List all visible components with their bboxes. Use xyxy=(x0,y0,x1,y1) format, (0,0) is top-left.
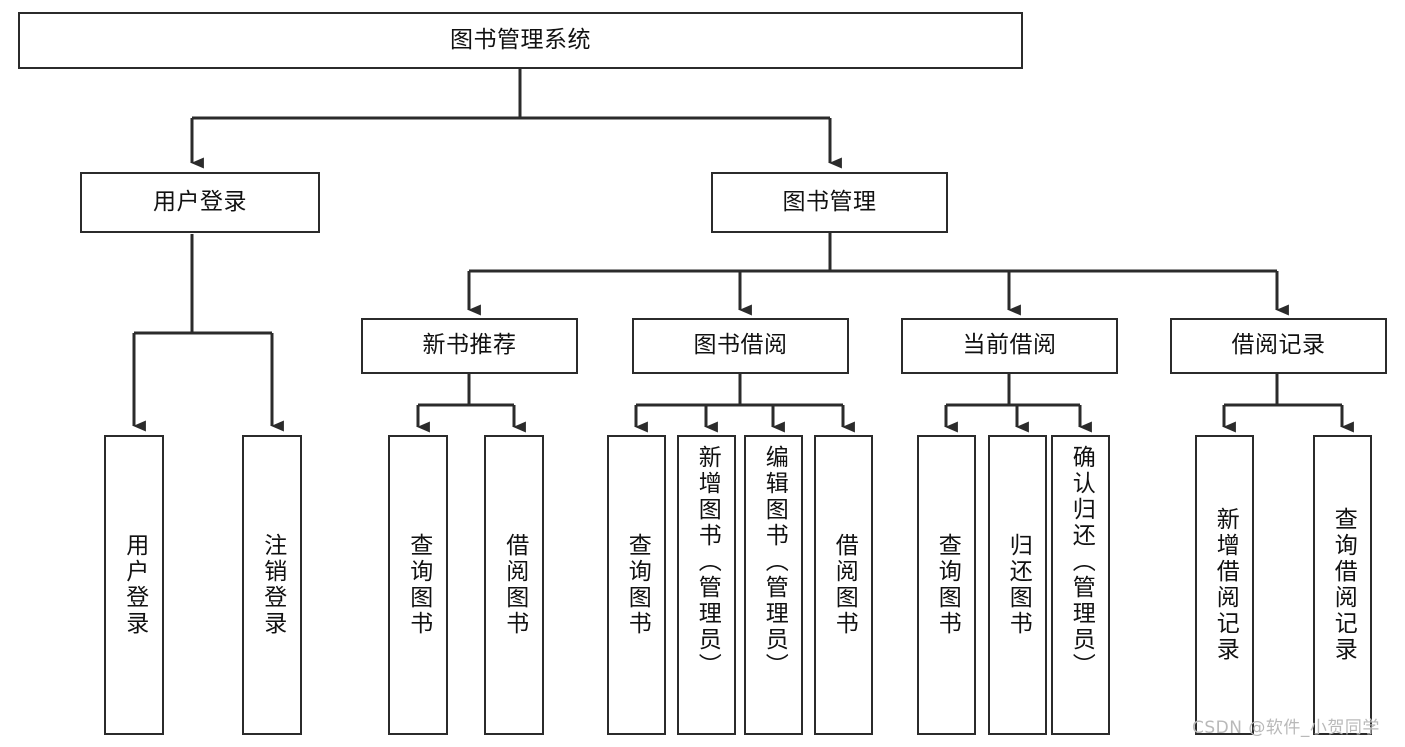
node-leaf-borrow-book-1[interactable]: 借阅图书 xyxy=(484,435,544,735)
node-root-system[interactable]: 图书管理系统 xyxy=(18,12,1023,69)
node-leaf-user-login[interactable]: 用户登录 xyxy=(104,435,164,735)
node-leaf-query-book-2[interactable]: 查询图书 xyxy=(607,435,666,735)
node-leaf-query-borrow-record[interactable]: 查询借阅记录 xyxy=(1313,435,1372,735)
node-leaf-query-book-3[interactable]: 查询图书 xyxy=(917,435,976,735)
csdn-watermark: CSDN @软件_小贺同学 xyxy=(1192,718,1380,738)
node-leaf-edit-book-admin[interactable]: 编辑图书（管理员） xyxy=(744,435,803,735)
node-user-login[interactable]: 用户登录 xyxy=(80,172,320,233)
node-leaf-confirm-return-admin[interactable]: 确认归还（管理员） xyxy=(1051,435,1110,735)
node-current-borrow[interactable]: 当前借阅 xyxy=(901,318,1118,374)
node-book-management[interactable]: 图书管理 xyxy=(711,172,948,233)
node-leaf-add-borrow-record[interactable]: 新增借阅记录 xyxy=(1195,435,1254,735)
node-book-borrow[interactable]: 图书借阅 xyxy=(632,318,849,374)
node-leaf-query-book-1[interactable]: 查询图书 xyxy=(388,435,448,735)
node-leaf-logout-login[interactable]: 注销登录 xyxy=(242,435,302,735)
node-leaf-add-book-admin[interactable]: 新增图书（管理员） xyxy=(677,435,736,735)
node-leaf-borrow-book-2[interactable]: 借阅图书 xyxy=(814,435,873,735)
node-new-book-recommend[interactable]: 新书推荐 xyxy=(361,318,578,374)
node-leaf-return-book[interactable]: 归还图书 xyxy=(988,435,1047,735)
node-borrow-record[interactable]: 借阅记录 xyxy=(1170,318,1387,374)
